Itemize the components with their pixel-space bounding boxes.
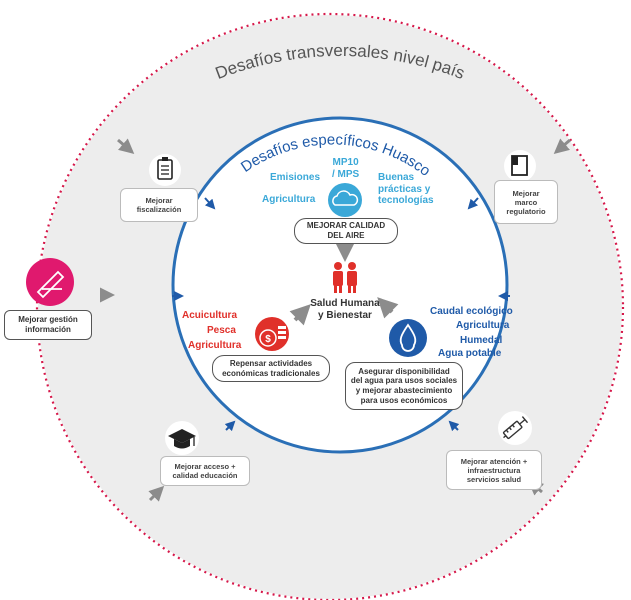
box-calidad-aire: MEJORAR CALIDAD DEL AIRE — [294, 218, 398, 244]
ring-arrow-5 — [224, 420, 236, 432]
box-repensar-actividades: Repensar actividades económicas tradicio… — [212, 355, 330, 382]
ring-arrow-2 — [467, 197, 479, 210]
outer-item-salud: Mejorar atención + infraestructura servi… — [446, 450, 542, 490]
coins-icon: $ — [255, 317, 289, 351]
arrow-water-center — [377, 297, 399, 319]
cloud-icon — [328, 183, 362, 217]
outer-item-fiscalizacion: Mejorar fiscalización — [120, 188, 198, 222]
label-mp10: MP10 / MPS — [332, 157, 360, 180]
label-pesca: Pesca — [207, 325, 236, 336]
arrow-outer-nw — [117, 138, 135, 154]
arrow-econ-center — [289, 304, 311, 326]
megaphone-icon — [26, 258, 74, 306]
clipboard-icon — [149, 154, 181, 186]
label-agricultura-econ: Agricultura — [188, 340, 242, 351]
ring-arrow-6 — [448, 420, 460, 432]
label-emisiones: Emisiones — [270, 172, 321, 183]
label-agua-potable: Agua potable — [438, 348, 502, 359]
label-buenas-practicas: Buenas prácticas y tecnologías — [378, 172, 434, 206]
water-drop-icon — [389, 319, 427, 357]
syringe-icon — [498, 411, 532, 445]
ring-arrow-1 — [204, 197, 216, 210]
outer-item-gestion-informacion: Mejorar gestión información — [4, 310, 92, 340]
label-agricultura-air: Agricultura — [262, 194, 316, 205]
center-salud-humana: Salud Humana y Bienestar — [310, 298, 380, 321]
svg-text:$: $ — [265, 334, 271, 345]
outer-item-educacion: Mejorar acceso + calidad educación — [160, 456, 250, 486]
label-caudal-ecologico: Caudal ecológico — [430, 306, 513, 317]
label-acuicultura: Acuicultura — [182, 310, 238, 321]
outer-item-marco-regulatorio: Mejorar marco regulatorio — [494, 180, 558, 224]
outer-dotted-border — [35, 12, 625, 600]
box-asegurar-agua: Asegurar disponibilidad del agua para us… — [345, 362, 463, 410]
arrow-outer-sw — [148, 485, 165, 502]
people-icon — [333, 262, 357, 293]
graduation-cap-icon — [165, 421, 199, 455]
arrow-outer-ne — [553, 138, 571, 154]
label-agricultura-water: Agricultura — [456, 320, 510, 331]
label-humedal: Humedal — [460, 335, 503, 346]
book-icon — [504, 150, 536, 182]
